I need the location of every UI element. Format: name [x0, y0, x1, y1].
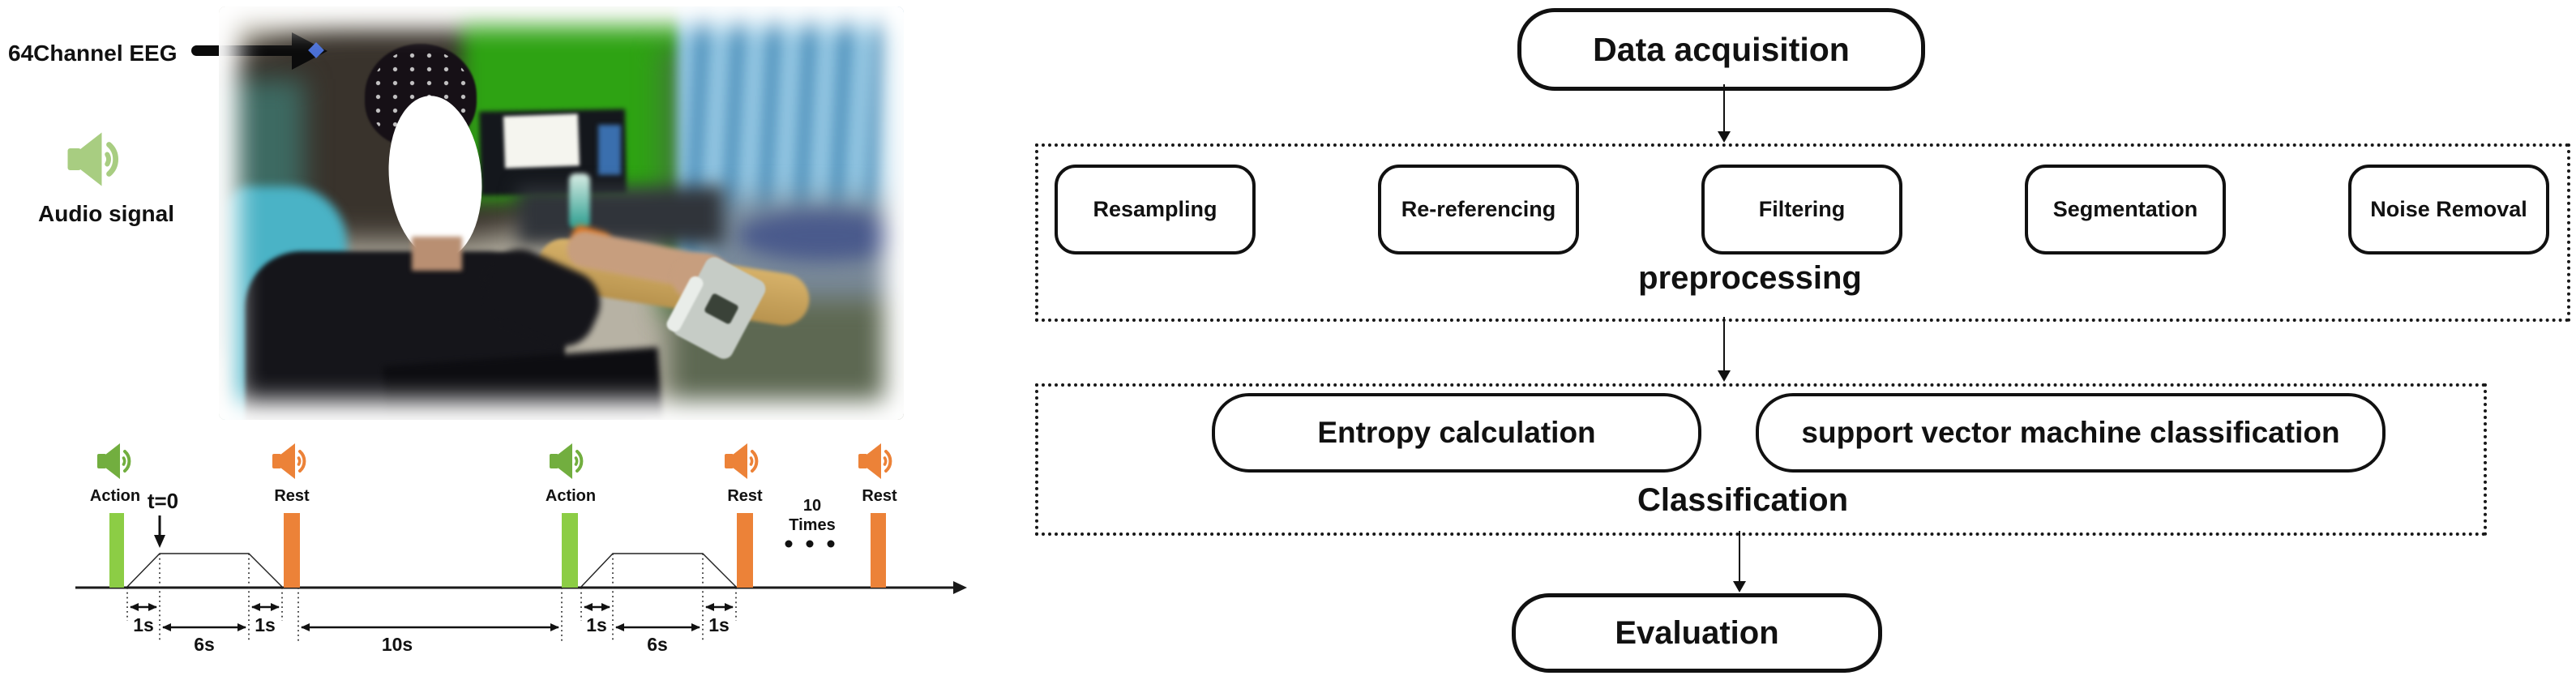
step-resampling: Resampling — [1055, 165, 1256, 254]
flow-node-data-acquisition: Data acquisition — [1517, 8, 1925, 91]
force-trapezoid-1 — [126, 553, 283, 588]
rest-cue-bar-3 — [871, 513, 886, 588]
photo-tube — [569, 173, 590, 229]
photo-neck — [412, 237, 462, 271]
data-acquisition-label: Data acquisition — [1593, 30, 1850, 68]
time-axis-arrow-icon — [953, 581, 967, 594]
rest-speaker-icon-3 — [858, 443, 892, 479]
audio-signal-label: Audio signal — [38, 201, 174, 226]
preprocessing-group-box: Resampling Re-referencing Filtering Segm… — [1035, 143, 2570, 322]
step-noise-removal: Noise Removal — [2348, 165, 2549, 254]
audio-signal-speaker-icon — [67, 132, 118, 186]
rest-speaker-icon-2 — [725, 443, 759, 479]
node-svm-classification: support vector machine classification — [1756, 393, 2386, 473]
preprocessing-group-label: preprocessing — [1638, 260, 1862, 296]
t0-arrow-head-icon — [154, 535, 165, 548]
repeat-ellipsis — [785, 540, 835, 548]
action-label-1: Action — [90, 487, 140, 505]
duration-10s-label: 10s — [382, 634, 413, 655]
filtering-label: Filtering — [1758, 197, 1846, 221]
resampling-label: Resampling — [1093, 197, 1217, 221]
classification-group-box: Entropy calculation support vector machi… — [1035, 383, 2487, 536]
rest-cue-bar-2 — [737, 513, 753, 588]
force-trapezoid-2 — [580, 553, 737, 588]
step-re-referencing: Re-referencing — [1378, 165, 1579, 254]
re-referencing-label: Re-referencing — [1401, 197, 1556, 221]
duration-1s-label-d: 1s — [708, 614, 730, 635]
duration-arrows — [130, 603, 734, 631]
eeg-arrow-shaft — [191, 45, 298, 56]
flow-arrow-1-head-icon — [1718, 131, 1731, 143]
flow-node-evaluation: Evaluation — [1512, 593, 1882, 673]
node-entropy-calculation: Entropy calculation — [1212, 393, 1701, 473]
flow-arrow-3-shaft — [1739, 531, 1740, 581]
rest-label-1: Rest — [274, 487, 310, 505]
experiment-setup-photo — [219, 6, 904, 420]
segmentation-label: Segmentation — [2052, 197, 2198, 221]
rest-label-2: Rest — [727, 487, 763, 505]
repeat-times-label: Times — [789, 516, 835, 534]
duration-1s-label-c: 1s — [586, 614, 607, 635]
step-filtering: Filtering — [1701, 165, 1902, 254]
classification-group-label: Classification — [1637, 482, 1849, 518]
action-cue-bar-2 — [562, 513, 578, 588]
dotted-guides — [126, 554, 737, 643]
action-label-2: Action — [546, 487, 596, 505]
rest-label-3: Rest — [862, 487, 897, 505]
duration-6s-label-b: 6s — [647, 634, 668, 655]
flow-arrow-2-shaft — [1723, 317, 1725, 370]
entropy-calculation-label: Entropy calculation — [1317, 416, 1596, 449]
action-speaker-icon-1 — [97, 443, 131, 479]
flow-arrow-3-head-icon — [1733, 581, 1746, 592]
evaluation-label: Evaluation — [1615, 614, 1779, 651]
photo-monitor-screen — [598, 125, 621, 175]
stimulus-timing-diagram: Action Rest Action Rest Rest t=0 1s 6s 1… — [75, 443, 967, 655]
svm-classification-label: support vector machine classification — [1801, 416, 2340, 449]
action-cue-bar-1 — [109, 513, 124, 588]
action-speaker-icon-2 — [550, 443, 584, 479]
eeg-channel-label: 64Channel EEG — [8, 41, 178, 66]
photo-desk-clutter — [517, 186, 724, 245]
t0-label: t=0 — [148, 489, 178, 513]
flow-arrow-1-shaft — [1723, 84, 1725, 131]
step-segmentation: Segmentation — [2025, 165, 2226, 254]
repeat-count-label: 10 — [803, 497, 821, 515]
noise-removal-label: Noise Removal — [2370, 197, 2527, 221]
duration-6s-label-a: 6s — [194, 634, 215, 655]
flow-arrow-2-head-icon — [1718, 370, 1731, 382]
duration-1s-label-a: 1s — [133, 614, 154, 635]
photo-white-vignette — [219, 6, 904, 420]
photo-purple-object — [738, 211, 904, 261]
duration-1s-label-b: 1s — [255, 614, 276, 635]
rest-speaker-icon-1 — [272, 443, 306, 479]
rest-cue-bar-1 — [284, 513, 300, 588]
